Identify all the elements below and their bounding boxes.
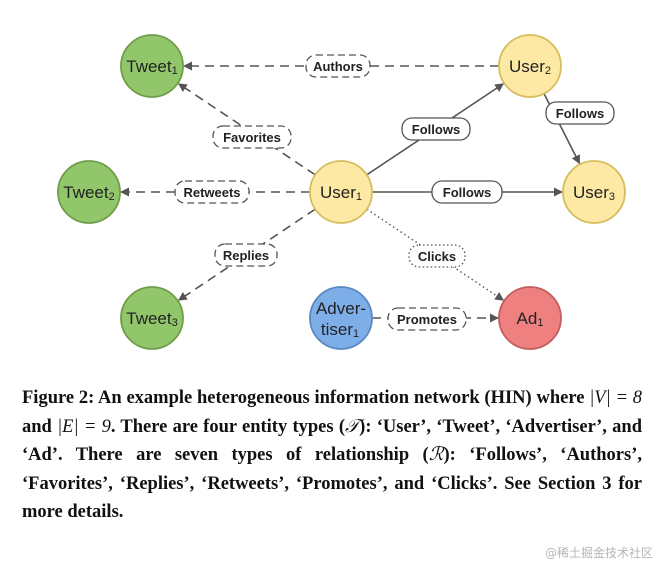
edge-label-replies: Replies: [214, 243, 278, 267]
node-user1-circle: [309, 160, 373, 224]
edge-label-text: Favorites: [223, 130, 281, 145]
caption-math-vertex-count: |V| = 8: [589, 388, 642, 408]
edge-label-follows: Follows: [545, 101, 615, 125]
caption-part-3: . There are four entity types (: [110, 416, 345, 437]
edge-label-retweets: Retweets: [174, 180, 250, 204]
figure-caption: Figure 2: An example heterogeneous infor…: [22, 384, 642, 527]
caption-part-4: ): ‘User’, ‘Tweet’, ‘Advertiser’, and ‘A…: [22, 416, 642, 466]
caption-part-1: Figure 2: An example heterogeneous infor…: [22, 388, 590, 408]
node-user1-label: User1: [320, 183, 362, 204]
caption-math-relation-set: ℛ: [428, 445, 444, 465]
edge-label-text: Follows: [412, 122, 460, 137]
edge-label-box: [401, 117, 471, 141]
caption-math-edge-count: |E| = 9: [57, 416, 111, 437]
edge-label-text: Authors: [313, 59, 363, 74]
edge-label-text: Replies: [223, 248, 269, 263]
node-user3-label: User3: [573, 183, 615, 204]
caption-math-entity-set: 𝒯: [345, 416, 360, 437]
node-tweet2-circle: [57, 160, 121, 224]
node-user2-circle: [498, 34, 562, 98]
node-tweet3: Tweet3: [120, 286, 184, 350]
node-tweet1: Tweet1: [120, 34, 184, 98]
node-ad1: Ad1: [498, 286, 562, 350]
caption-part-5: ): ‘Follows’, ‘Authors’, ‘Favorites’, ‘R…: [22, 445, 642, 522]
node-tweet2-label: Tweet2: [63, 183, 114, 204]
edge-label-follows: Follows: [401, 117, 471, 141]
node-tweet1-circle: [120, 34, 184, 98]
node-user3-circle: [562, 160, 626, 224]
edge-label-box: [387, 307, 467, 331]
edge-label-text: Follows: [443, 185, 491, 200]
edge-label-promotes: Promotes: [387, 307, 467, 331]
edge-label-text: Clicks: [418, 249, 456, 264]
node-tweet3-label: Tweet3: [126, 309, 177, 330]
edge-label-text: Follows: [556, 106, 604, 121]
node-tweet1-label: Tweet1: [126, 57, 177, 78]
node-ad1-circle: [498, 286, 562, 350]
edge-label-authors: Authors: [305, 54, 371, 78]
edge-label-box: [408, 244, 466, 268]
edge-label-favorites: Favorites: [212, 125, 292, 149]
node-user2-label: User2: [509, 57, 551, 78]
edge-label-box: [305, 54, 371, 78]
watermark: @稀土掘金技术社区: [544, 546, 653, 560]
edge-label-text: Promotes: [397, 312, 457, 327]
node-user3: User3: [562, 160, 626, 224]
node-tweet3-circle: [120, 286, 184, 350]
edge-label-clicks: Clicks: [408, 244, 466, 268]
caption-part-2: and: [22, 416, 58, 437]
node-advertiser1-label: tiser1: [321, 320, 359, 341]
edge-label-box: [174, 180, 250, 204]
edge-label-text: Retweets: [183, 185, 240, 200]
node-advertiser1-circle: [309, 286, 373, 350]
edge-label-box: [545, 101, 615, 125]
edge-label-follows: Follows: [431, 180, 503, 204]
edge-label-box: [212, 125, 292, 149]
node-user2: User2: [498, 34, 562, 98]
node-ad1-label: Ad1: [517, 309, 544, 330]
edge-label-box: [431, 180, 503, 204]
node-advertiser1: Adver-tiser1: [309, 286, 373, 350]
node-tweet2: Tweet2: [57, 160, 121, 224]
node-user1: User1: [309, 160, 373, 224]
edge-label-box: [214, 243, 278, 267]
node-advertiser1-label: Adver-: [316, 299, 366, 318]
